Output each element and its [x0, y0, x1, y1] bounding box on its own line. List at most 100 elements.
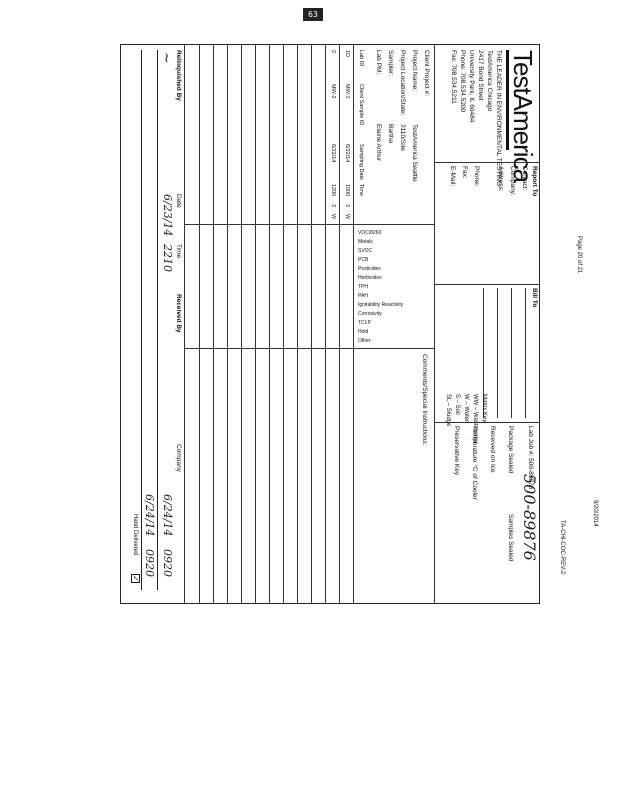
sample-col-time: Time	[358, 184, 364, 197]
time-label: Time	[175, 244, 182, 259]
sample-1-matrix: W	[344, 214, 350, 220]
fax-label: Fax:	[461, 166, 468, 179]
analysis-hold: Hold	[358, 329, 369, 335]
project-field-2: Project Name:	[411, 50, 418, 92]
form-frame	[120, 44, 540, 604]
analysis-other: Other	[358, 338, 371, 344]
email-label: E-Mail:	[449, 166, 456, 187]
header-bottom-rule	[434, 44, 435, 604]
analysis-metals: Metals	[358, 239, 373, 245]
matrix-key-title: Matrix Key	[481, 394, 487, 423]
phone-label: Phone:	[473, 166, 480, 187]
sign-date-2: 6/24/14	[161, 494, 174, 537]
project-value-4: Bartha	[387, 124, 394, 144]
relinquished-by-label: Relinquished By	[175, 50, 182, 101]
analysis-tph: TPH	[358, 284, 368, 290]
sample-row-2-rule	[325, 44, 326, 604]
matrix-key-1: WW – Wastewater	[472, 394, 478, 444]
project-field-5: Lab PM:	[375, 50, 382, 75]
header-address: 2417 Bond Street	[477, 50, 484, 101]
sample-col-clientid: Client Sample ID	[358, 84, 364, 126]
bill-to-divider	[435, 284, 540, 285]
analysis-svoc: SVOC	[358, 248, 373, 254]
analysis-pah: PAH	[358, 293, 368, 299]
project-field-3: Project Location/State:	[399, 50, 406, 116]
sign-time-2: 0920	[161, 549, 174, 577]
sign-date-3: 6/24/14	[143, 494, 156, 537]
bill-to-line-3	[497, 288, 498, 418]
signature-rule-2	[141, 50, 142, 590]
project-field-4: Sampler:	[387, 50, 394, 77]
project-value-2: TestAmerica Seattle	[411, 124, 418, 182]
sample-table-bottom-rule	[184, 44, 185, 604]
sample-row-8-rule	[241, 44, 242, 604]
sample-row-9-rule	[227, 44, 228, 604]
sample-row-3-rule	[311, 44, 312, 604]
sign-time-3: 0920	[143, 549, 156, 577]
bill-to-line-2	[511, 288, 512, 418]
sample-row-10-rule	[213, 44, 214, 604]
form-code: TA-CHI-COC-REV-2	[559, 520, 565, 575]
analysis-herbicides: Herbicides	[358, 275, 382, 281]
header-fax: Fax: 708.534.5211	[450, 50, 457, 104]
samples-sealed-label: Samples Sealed	[507, 514, 514, 562]
relinquished-signature-1: ~	[158, 52, 174, 64]
header-phone: Phone: 708.534.5200	[459, 50, 466, 113]
analysis-tclp: TCLP	[358, 320, 371, 326]
analysis-corrosivity: Corrosivity	[358, 311, 382, 317]
sample-col-date: Sampling Date	[358, 144, 364, 181]
project-value-3: 3110/Site	[399, 124, 406, 151]
sample-2-time: 1200	[330, 184, 336, 197]
sample-row-4-rule	[297, 44, 298, 604]
analysis-right-rule	[185, 348, 435, 349]
chain-of-custody-form: TestAmerica THE LEADER IN ENVIRONMENTAL …	[120, 44, 540, 604]
bill-to-label: Bill To	[531, 288, 538, 308]
sample-row-1-rule	[339, 44, 340, 604]
preservative-key-label: Preservative Key	[453, 426, 460, 476]
matrix-key-4: SL – Sludge	[445, 394, 451, 427]
company-label: Company:	[509, 166, 516, 196]
page-label: Page 20 of 21	[576, 236, 582, 274]
analysis-left-rule	[185, 224, 435, 225]
sample-col-labid: Lab ID	[358, 50, 364, 67]
sample-1-count: 3	[344, 204, 350, 208]
sign-date-1: 6/23/14	[161, 194, 174, 237]
contact-label: Contact:	[521, 166, 528, 191]
lab-job-handwritten: 500-89876	[520, 474, 539, 561]
sign-time-1: 2210	[161, 244, 174, 272]
analysis-voc: VOC/8260	[358, 230, 382, 236]
analysis-pcb: PCB	[358, 257, 369, 263]
page-marker: 63	[303, 8, 323, 21]
sample-1-time: 1000	[344, 184, 350, 197]
company-col-label: Company	[175, 444, 182, 472]
address-label: Address:	[497, 166, 504, 192]
received-by-label: Received By	[175, 294, 182, 333]
matrix-key-2: W – Water	[463, 394, 469, 423]
header-city: University Park, IL 60484	[468, 50, 475, 123]
hand-delivered-label: Hand Delivered	[132, 514, 138, 556]
report-to-label: Report To	[531, 166, 538, 197]
sample-row-7-rule	[255, 44, 256, 604]
hand-delivered-checkbox[interactable]: ✓	[131, 574, 140, 583]
sample-2-matrix: W	[330, 214, 336, 220]
date-label: Date	[175, 194, 182, 208]
analysis-pesticides: Pesticides	[358, 266, 381, 272]
sample-row-6-rule	[269, 44, 270, 604]
project-value-5: Elaine Arthur	[375, 124, 382, 162]
sample-2-client: MW-2	[330, 84, 336, 99]
sample-2-count: 3	[330, 204, 336, 208]
sample-2-date: 6/22/14	[330, 144, 336, 163]
project-field-1: Client Project #:	[423, 50, 430, 96]
client-block-divider	[435, 162, 540, 163]
header-lab-name: TestAmerica Chicago	[486, 50, 493, 112]
logo-rule	[506, 50, 509, 150]
sample-2-id: 2	[330, 50, 336, 54]
analysis-ignitability: Ignitability Reactivity	[358, 302, 404, 308]
sample-row-5-rule	[283, 44, 284, 604]
sample-header-rule	[353, 44, 354, 604]
sample-1-id: 1D	[344, 50, 350, 58]
received-on-ice-label: Received on Ice	[489, 426, 496, 473]
sample-1-date: 6/22/14	[344, 144, 350, 163]
signature-rule-1	[157, 50, 158, 590]
sample-1-client: MW-1	[344, 84, 350, 99]
